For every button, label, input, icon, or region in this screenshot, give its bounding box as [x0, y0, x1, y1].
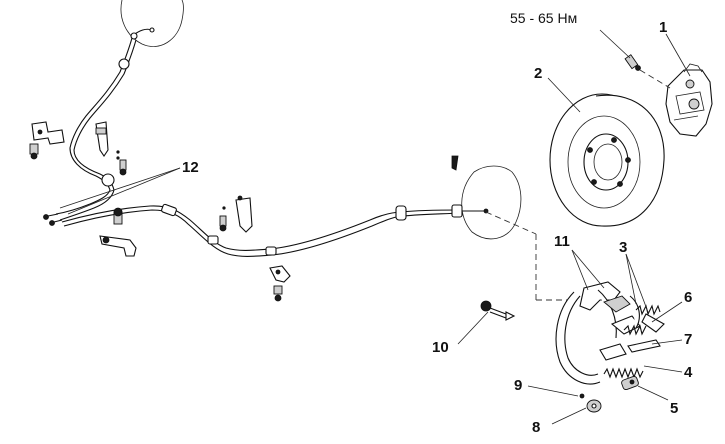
- backing-plate-shoes: [555, 281, 665, 391]
- callout-3: 3: [619, 239, 627, 256]
- callout-12: 12: [182, 159, 199, 176]
- parking-brake-cable-lower: [61, 203, 489, 257]
- shoe-bolt: [480, 300, 516, 321]
- callout-10: 10: [432, 339, 449, 356]
- pin-and-nut: [579, 393, 602, 413]
- leader-lines: [59, 33, 691, 425]
- caliper-bolt: [599, 29, 671, 89]
- callout-7: 7: [684, 331, 692, 348]
- callout-11: 11: [554, 233, 570, 250]
- torque-spec-label: 55 - 65 Нм: [510, 10, 577, 26]
- callout-9: 9: [514, 377, 522, 394]
- callout-8: 8: [532, 419, 540, 436]
- callout-5: 5: [670, 400, 678, 417]
- cable-bracket-parts: [29, 121, 459, 302]
- callout-1: 1: [659, 19, 667, 36]
- parking-brake-cable-upper: [43, 37, 137, 226]
- callout-4: 4: [684, 364, 693, 381]
- callout-2: 2: [534, 65, 542, 82]
- detail-circle-top-left: [120, 0, 184, 47]
- brake-caliper: [665, 63, 713, 137]
- callout-6: 6: [684, 289, 692, 306]
- brake-disc: [549, 93, 665, 227]
